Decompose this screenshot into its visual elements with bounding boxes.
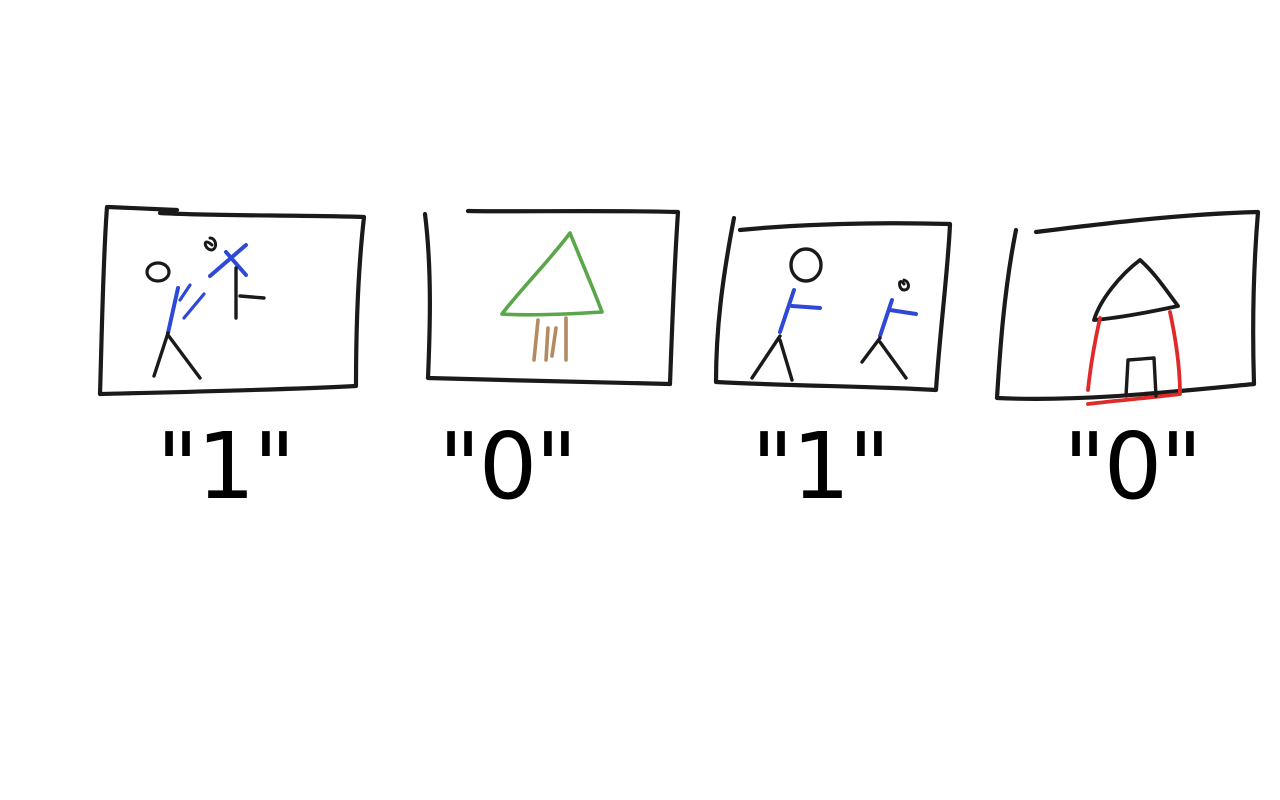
panel-1-frame (97, 204, 367, 397)
panel-3-person-2-head (898, 278, 910, 292)
panel-1-person-1-head (145, 261, 171, 283)
panel-3-person-2-legs (860, 336, 908, 380)
panel-4-roof (1092, 258, 1180, 322)
panel-2-tree-canopy (500, 231, 604, 317)
panel-2-frame (422, 208, 681, 387)
panel-2-tree-trunk (532, 316, 568, 362)
panel-1-person-1-arm (178, 283, 192, 302)
panel-1-person-2-body (234, 266, 266, 320)
panel-1-person-1-arm2 (182, 292, 206, 320)
panel-1-person-1-body (166, 286, 180, 335)
panel-3-person-2-body (878, 298, 918, 338)
panel-3-person-1-body (778, 288, 822, 334)
panel-1-label: "1" (156, 413, 295, 520)
panel-3-person-1-head (789, 247, 823, 283)
panel-3-person-1-legs (750, 334, 794, 382)
panel-1-person-2-head (203, 236, 218, 252)
panel-2-label: "0" (438, 413, 577, 520)
panel-3-frame (713, 215, 953, 393)
panel-4-door (1124, 356, 1158, 398)
panel-4-frame (994, 209, 1261, 401)
panel-4-walls (1086, 310, 1182, 406)
panel-1-person-2-arm (208, 243, 248, 278)
panel-1-frame-tick (105, 204, 180, 213)
panel-3-label: "1" (751, 413, 890, 520)
panel-4-label: "0" (1063, 413, 1202, 520)
panel-1-person-1-legs (152, 331, 202, 380)
